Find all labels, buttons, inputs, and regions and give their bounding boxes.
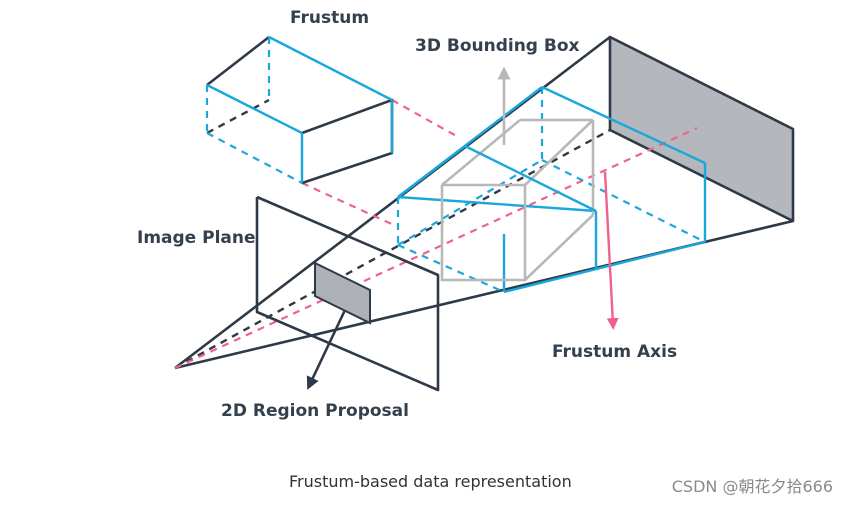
frustum-slice-front [397,144,597,213]
region-proposal-arrow [306,309,347,390]
inset-blue-edge [268,35,393,102]
slice-hidden-edge [397,159,543,246]
slice-edge [464,144,597,213]
slice-edge [541,85,706,165]
frustum-slice [396,85,707,294]
label-region-proposal: 2D Region Proposal [221,401,409,421]
slice-edge [503,240,706,294]
inset-hidden-edge [206,132,303,184]
slice-edge [397,195,597,213]
label-frustum-axis: Frustum Axis [552,342,677,362]
bounding-box-3d [440,66,595,282]
inset-edge [206,35,270,87]
frustum-inset [205,35,461,228]
image-plane-outline [255,195,440,392]
axis-line [174,127,698,369]
region-proposal-box [314,261,371,325]
slice-hidden-edge [541,159,706,243]
watermark: CSDN @朝花夕拾666 [672,477,833,496]
bbox-edge [441,119,521,186]
hidden-edge-line [174,128,611,370]
far-plane-shaded [610,37,793,221]
label-frustum: Frustum [290,8,369,28]
slice-hidden-edge [397,243,505,294]
inset-connector [301,181,397,228]
image-plane [255,195,440,392]
inset-connector [391,99,461,139]
caption: Frustum-based data representation [289,472,572,491]
bbox-edge [524,119,594,186]
far-plane-edge [609,128,794,223]
frustum-axis [174,127,698,369]
inset-blue-edge [206,83,303,135]
label-image-plane: Image Plane [137,228,256,248]
bbox-edge [524,214,594,281]
slice-edge [397,145,466,198]
label-bbox-3d: 3D Bounding Box [415,36,580,56]
inset-hidden-edge [206,98,270,135]
axis-arrow [603,171,619,330]
inset-edge [301,98,394,185]
